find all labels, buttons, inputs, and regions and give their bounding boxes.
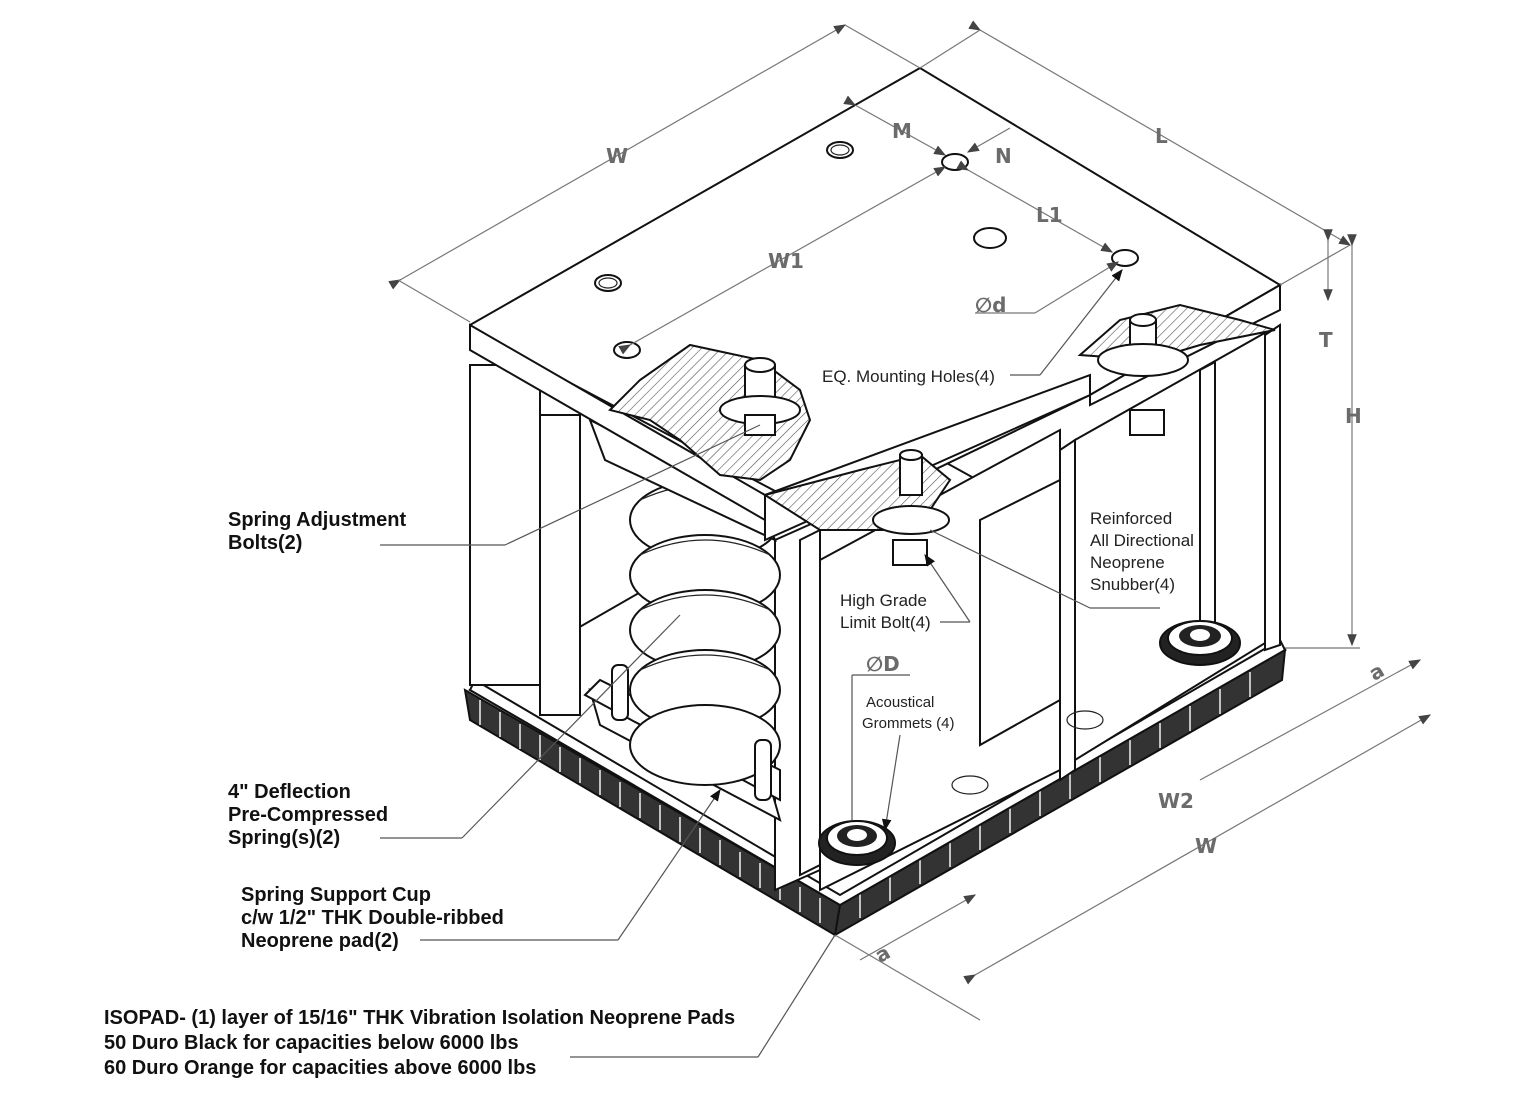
note-spring: 4" Deflection Pre-Compressed Spring(s)(2… bbox=[228, 781, 388, 850]
dim-a-left: a bbox=[871, 940, 895, 968]
limit-bolt-line-2: Limit Bolt(4) bbox=[840, 613, 931, 632]
note-adjustment-bolts: Spring Adjustment Bolts(2) bbox=[228, 509, 406, 555]
note-adjustment-bolts-line-2: Bolts(2) bbox=[228, 532, 303, 554]
note-spring-line-1: 4" Deflection bbox=[228, 781, 351, 803]
dim-h: H bbox=[1345, 404, 1362, 428]
dim-m: M bbox=[892, 119, 912, 143]
dimension-lines bbox=[388, 20, 1432, 1021]
note-spring-line-3: Spring(s)(2) bbox=[228, 827, 341, 849]
callout-mounting-holes: EQ. Mounting Holes(4) bbox=[822, 367, 995, 386]
callout-limit-bolt: High Grade Limit Bolt(4) bbox=[840, 591, 931, 632]
dim-w-bottom: W bbox=[1195, 834, 1217, 858]
note-support-cup: Spring Support Cup c/w 1/2" THK Double-r… bbox=[241, 884, 504, 953]
callout-snubber: Reinforced All Directional Neoprene Snub… bbox=[1090, 509, 1194, 594]
dim-d-grommet: ∅D bbox=[866, 652, 900, 676]
grommets-line-1: Acoustical bbox=[866, 694, 934, 711]
dim-a-right: a bbox=[1365, 658, 1389, 686]
dim-d-hole: ∅d bbox=[975, 293, 1006, 317]
dim-l: L bbox=[1155, 124, 1168, 148]
dim-t: T bbox=[1319, 328, 1333, 352]
grommets bbox=[818, 620, 1241, 866]
note-isopad-line-1: ISOPAD- (1) layer of 15/16" THK Vibratio… bbox=[104, 1007, 736, 1029]
dim-w2: W2 bbox=[1158, 789, 1194, 813]
limit-bolts bbox=[872, 409, 1165, 566]
limit-bolt-line-1: High Grade bbox=[840, 591, 927, 610]
dim-n: N bbox=[995, 144, 1012, 168]
note-isopad-line-3: 60 Duro Orange for capacities above 6000… bbox=[104, 1057, 537, 1079]
dim-l1: L1 bbox=[1036, 203, 1063, 227]
note-isopad-line-2: 50 Duro Black for capacities below 6000 … bbox=[104, 1032, 519, 1054]
dim-w-top: W bbox=[606, 144, 628, 168]
note-support-cup-line-3: Neoprene pad(2) bbox=[241, 930, 399, 952]
snubber-line-1: Reinforced bbox=[1090, 509, 1172, 528]
snubber-line-4: Snubber(4) bbox=[1090, 575, 1175, 594]
note-adjustment-bolts-line-1: Spring Adjustment bbox=[228, 509, 407, 531]
dim-w1: W1 bbox=[768, 249, 804, 273]
note-support-cup-line-1: Spring Support Cup bbox=[241, 884, 431, 906]
note-isopad: ISOPAD- (1) layer of 15/16" THK Vibratio… bbox=[104, 1006, 735, 1081]
snubber-line-2: All Directional bbox=[1090, 531, 1194, 550]
snubber-line-3: Neoprene bbox=[1090, 553, 1165, 572]
spring-assembly bbox=[583, 417, 782, 822]
grommets-line-2: Grommets (4) bbox=[862, 715, 955, 732]
note-support-cup-line-2: c/w 1/2" THK Double-ribbed bbox=[241, 907, 504, 929]
callout-grommets: Acoustical Grommets (4) bbox=[862, 694, 955, 732]
note-spring-line-2: Pre-Compressed bbox=[228, 804, 389, 826]
leader-lines bbox=[380, 269, 1160, 1058]
adjustment-bolts bbox=[719, 313, 1189, 436]
